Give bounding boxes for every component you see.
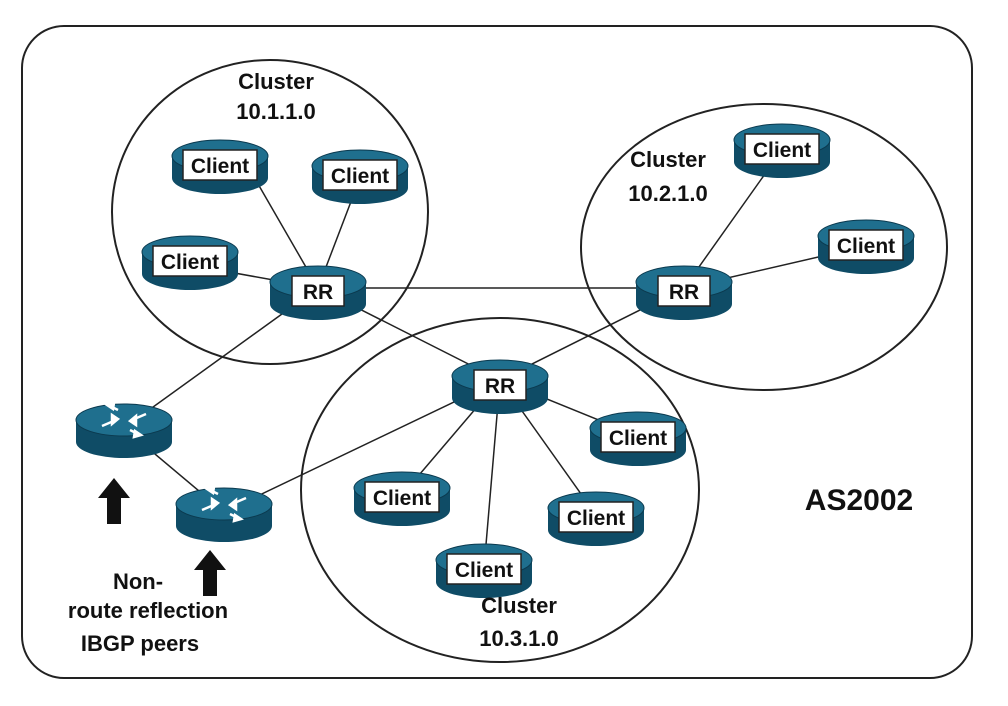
client-router: Client <box>817 219 915 275</box>
peers-label-line: route reflection <box>68 598 228 623</box>
client-label-box <box>600 421 676 453</box>
route-reflector-10-1-1-0: RR <box>269 265 367 321</box>
route-reflector-10-2-1-0: RR <box>635 265 733 321</box>
rr-label-box <box>473 369 527 401</box>
client-router: Client <box>171 139 269 195</box>
client-router: Client <box>733 123 831 179</box>
client-label: Client <box>837 235 895 258</box>
cluster-id: 10.2.1.0 <box>628 181 708 206</box>
client-label-box <box>744 133 820 165</box>
route-reflector-10-3-1-0: RR <box>451 359 549 415</box>
client-label: Client <box>161 251 219 274</box>
client-label-box <box>364 481 440 513</box>
peers-label-line: IBGP peers <box>81 631 199 656</box>
client-router: Client <box>311 149 409 205</box>
cluster-id: 10.1.1.0 <box>236 99 316 124</box>
router-arrows-icon <box>201 485 247 523</box>
client-router: Client <box>589 411 687 467</box>
peers-label-line: Non- <box>113 569 163 594</box>
client-label-box <box>182 149 258 181</box>
cluster-circle-10-3-1-0 <box>300 317 700 663</box>
client-label-box <box>322 159 398 191</box>
client-label: Client <box>753 139 811 162</box>
client-router: Client <box>141 235 239 291</box>
cluster-circle-10-2-1-0 <box>580 103 948 391</box>
as-label: AS2002 <box>805 484 913 517</box>
rr-label: RR <box>303 281 333 304</box>
rr-label-box <box>291 275 345 307</box>
up-arrow-icon <box>194 550 226 596</box>
router-arrows-icon <box>101 401 147 439</box>
client-label: Client <box>455 559 513 582</box>
client-label: Client <box>191 155 249 178</box>
client-label: Client <box>609 427 667 450</box>
rr-label: RR <box>485 375 515 398</box>
cluster-title: Cluster <box>481 593 557 618</box>
router-icon <box>175 487 273 543</box>
client-router: Client <box>353 471 451 527</box>
cluster-circle-10-1-1-0 <box>111 59 429 365</box>
client-label-box <box>558 501 634 533</box>
rr-label-box <box>657 275 711 307</box>
rr-label: RR <box>669 281 699 304</box>
router-icon <box>75 403 173 459</box>
client-label-box <box>828 229 904 261</box>
ibgp-peer-router <box>75 401 173 459</box>
client-router: Client <box>435 543 533 599</box>
as-boundary <box>21 25 973 679</box>
cluster-id: 10.3.1.0 <box>479 626 559 651</box>
client-label: Client <box>373 487 431 510</box>
client-label: Client <box>331 165 389 188</box>
ibgp-peer-router <box>175 485 273 543</box>
client-router: Client <box>547 491 645 547</box>
client-label: Client <box>567 507 625 530</box>
cluster-title: Cluster <box>630 147 706 172</box>
client-label-box <box>446 553 522 585</box>
cluster-title: Cluster <box>238 69 314 94</box>
client-label-box <box>152 245 228 277</box>
up-arrow-icon <box>98 478 130 524</box>
